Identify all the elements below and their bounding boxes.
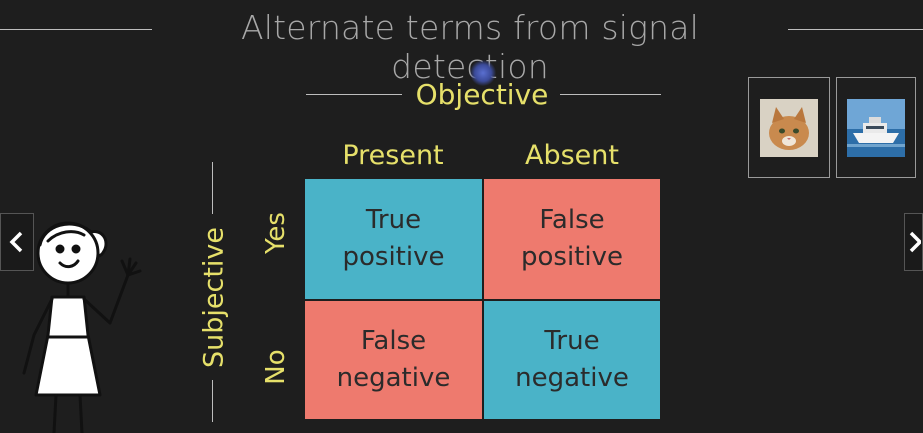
row-header-no: No: [261, 349, 291, 385]
previous-slide-button[interactable]: [0, 213, 34, 271]
cat-image: [760, 98, 818, 157]
cell-true-negative: True negative: [484, 301, 660, 419]
title-rule-right: [788, 29, 923, 30]
row-header-yes: Yes: [261, 212, 291, 254]
boat-thumbnail: [836, 77, 916, 178]
cell-false-negative: False negative: [305, 301, 482, 419]
boat-image: [847, 98, 905, 157]
subjective-rule-bottom: [212, 380, 213, 422]
slide-title: Alternate terms from signal detection: [240, 8, 700, 86]
column-header-absent: Absent: [525, 140, 619, 171]
title-rule-left: [0, 29, 152, 30]
cell-false-positive: False positive: [484, 179, 660, 299]
subjective-rule-top: [212, 162, 213, 214]
objective-rule-right: [560, 94, 661, 95]
column-header-present: Present: [342, 140, 444, 171]
cell-true-positive: True positive: [305, 179, 482, 299]
cat-thumbnail: [748, 77, 830, 178]
next-slide-button[interactable]: [904, 213, 923, 271]
chevron-right-icon: [909, 231, 921, 253]
subjective-label: Subjective: [198, 226, 230, 369]
chevron-left-icon: [9, 231, 23, 253]
stick-figure-illustration: [22, 221, 142, 433]
objective-rule-left: [306, 94, 402, 95]
cursor-highlight: [470, 60, 496, 86]
